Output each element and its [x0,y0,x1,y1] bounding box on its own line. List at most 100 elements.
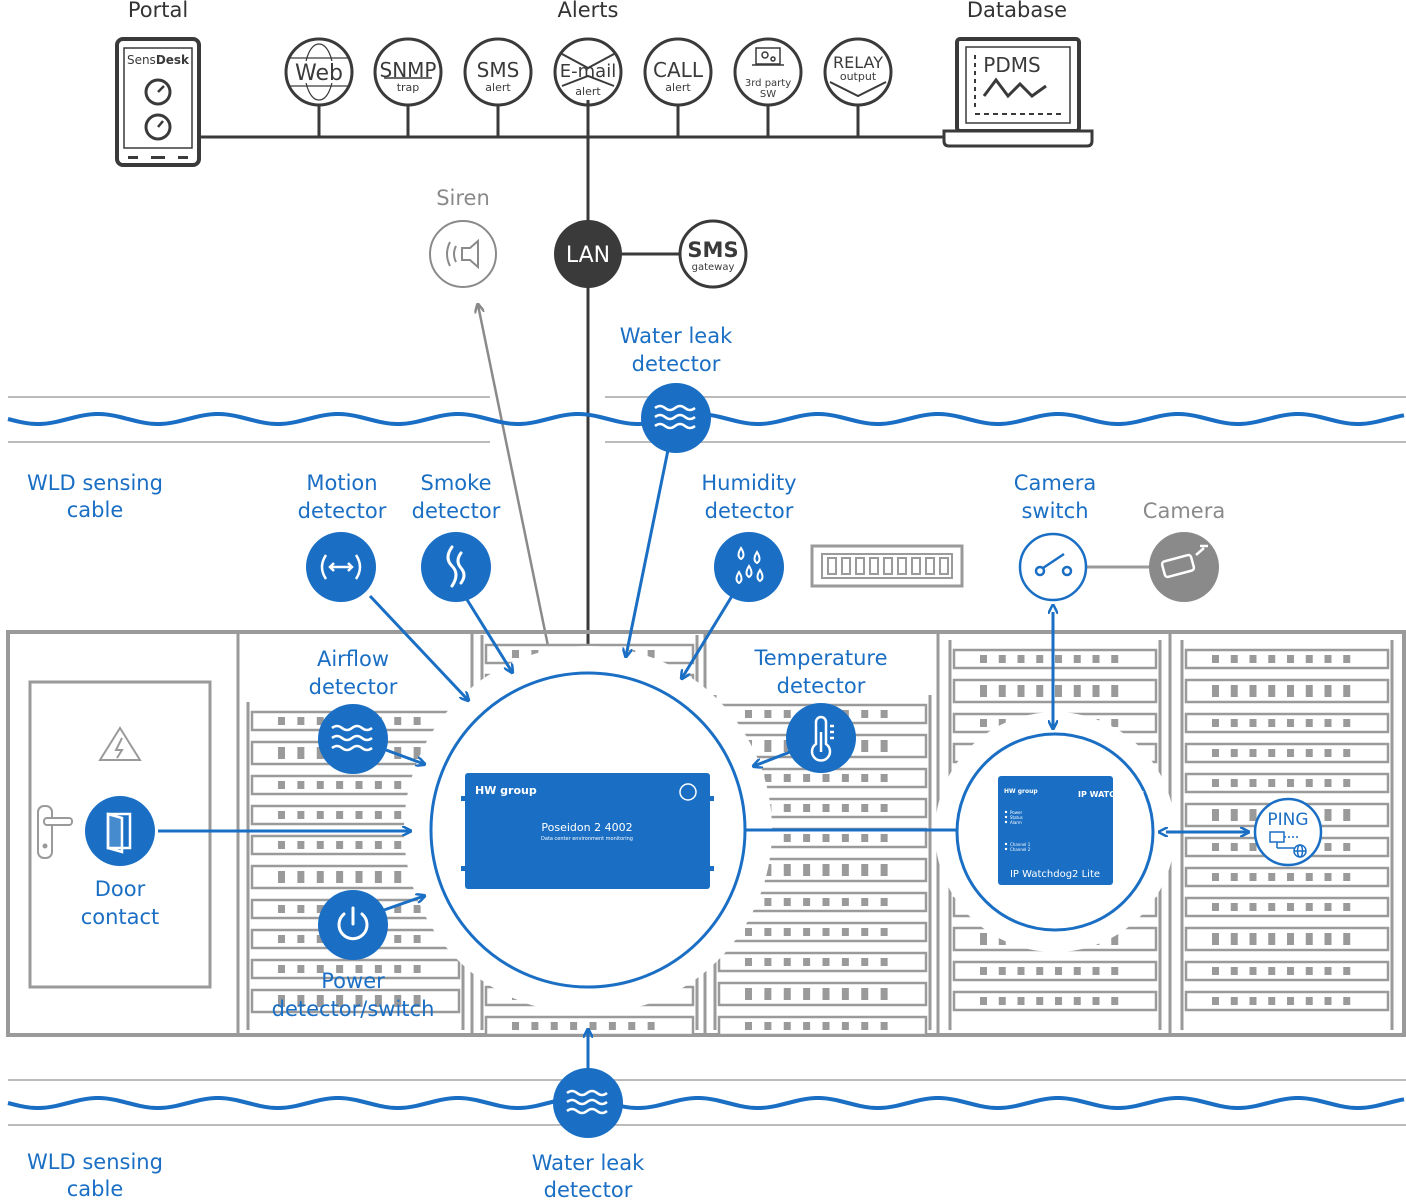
alert-call-main: CALL [653,58,704,82]
poseidon-device: HW group Poseidon 2 4002 Data center env… [461,773,714,889]
camera-node [1149,532,1219,602]
motion-label-1: Motion [306,471,377,495]
power-icon [337,906,369,941]
airflow-sensor [318,704,388,774]
door-icon [106,812,132,854]
temperature-label-2: detector [777,674,866,698]
airflow-arrow [385,748,424,764]
sms-gateway-sub: gateway [692,262,735,273]
water-leak-top-label-1: Water leak [620,324,733,348]
alert-third-party-main: 3rd party [745,78,791,89]
envelope-icon [561,53,615,87]
alerts-heading: Alerts [558,0,619,22]
temperature-arrow [754,750,791,766]
alert-email-sub: alert [575,85,601,98]
door-label-2: contact [81,905,160,929]
watchdog-led-power: Power [1010,810,1022,815]
camera-icon [1160,544,1208,579]
motion-sensor [306,532,376,602]
smoke-arrow [464,597,512,672]
alert-web-node: Web [284,37,354,137]
database-pdms-text: PDMS [983,53,1040,77]
smoke-label-1: Smoke [421,471,492,495]
lan-label: LAN [566,243,610,268]
camera-switch-sensor [1018,532,1088,602]
motion-arrow [368,594,468,700]
siren-speaker-icon [446,238,479,270]
alert-email-main: E-mail [560,61,616,82]
humidity-arrow [682,595,734,678]
smoke-label-2: detector [412,499,501,523]
water-drops-icon [735,546,764,585]
poseidon-name: Poseidon 2 4002 [541,821,632,834]
flame-icon [446,545,466,588]
power-label-2: detector/switch [272,997,435,1021]
alert-call-sub: alert [665,81,691,94]
wld-top-label-1: WLD sensing [27,471,163,495]
power-sensor [318,890,388,960]
airflow-label-1: Airflow [317,647,389,671]
siren-node: Siren [429,186,497,288]
alert-sms-main: SMS [477,58,520,82]
water-leak-bottom-label-2: detector [544,1178,633,1200]
watchdog-led-status: Status [1010,815,1023,820]
humidity-label-2: detector [705,499,794,523]
airflow-label-2: detector [309,675,398,699]
alert-snmp-sub: trap [397,81,420,94]
poseidon-brand: HW group [475,784,537,797]
relay-chevron-icon [829,81,887,98]
siren-label: Siren [436,186,490,210]
alert-relay-sub: output [840,70,877,83]
camera-switch-label-2: switch [1021,499,1088,523]
airflow-icon [331,724,373,752]
watchdog-device: HW group IP WATCH DOG Power Status Alarm… [998,776,1144,885]
watchdog-name: IP Watchdog2 Lite [1010,869,1100,880]
thermometer-icon [810,715,834,762]
temperature-sensor [786,703,856,773]
portal-brand-a: Sens [127,53,156,67]
wld-bottom-label-1: WLD sensing [27,1150,163,1174]
camera-switch-label-1: Camera [1014,471,1096,495]
alert-sms-sub: alert [485,81,511,94]
door-label-1: Door [95,877,146,901]
smoke-sensor [421,532,491,602]
portal-brand-b: Desk [156,53,190,67]
water-leak-top-arrow [626,449,670,656]
poseidon-subtitle: Data center environment monitoring [541,836,633,842]
power-arrow [383,896,424,912]
water-leak-top-label-2: detector [632,352,721,376]
ping-label: PING [1267,810,1308,830]
door-handle-icon [37,805,73,859]
camera-label: Camera [1143,499,1225,523]
water-leak-top-sensor [641,383,711,453]
water-leak-bottom-sensor [553,1068,623,1138]
database-heading: Database [967,0,1067,22]
svg-text:SensDesk: SensDesk [127,53,190,67]
wld-top-label-2: cable [67,498,124,522]
watchdog-brand: HW group [1004,788,1038,795]
sms-gateway-node: SMS gateway [678,219,748,289]
watchdog-led-alarm: Alarm [1010,820,1022,825]
humidity-label-1: Humidity [701,471,796,495]
alert-third-party-sub: SW [760,89,776,100]
motion-label-2: detector [298,499,387,523]
trident-logo-icon [679,783,697,801]
temperature-label-1: Temperature [753,646,887,670]
motion-arrows-icon [320,554,362,580]
wld-cable-wave-bottom [7,1096,1405,1110]
sms-gateway-main: SMS [687,238,738,262]
high-voltage-icon [98,726,142,761]
lan-node: LAN [554,220,622,288]
alert-snmp-main: SNMP [380,58,437,82]
wld-bottom-label-2: cable [67,1177,124,1200]
water-waves-icon [654,404,696,430]
water-leak-bottom-label-1: Water leak [532,1151,645,1175]
siren-arrow [478,305,557,681]
database-laptop-icon: PDMS [942,37,1094,148]
ping-node: PING [1253,797,1323,867]
